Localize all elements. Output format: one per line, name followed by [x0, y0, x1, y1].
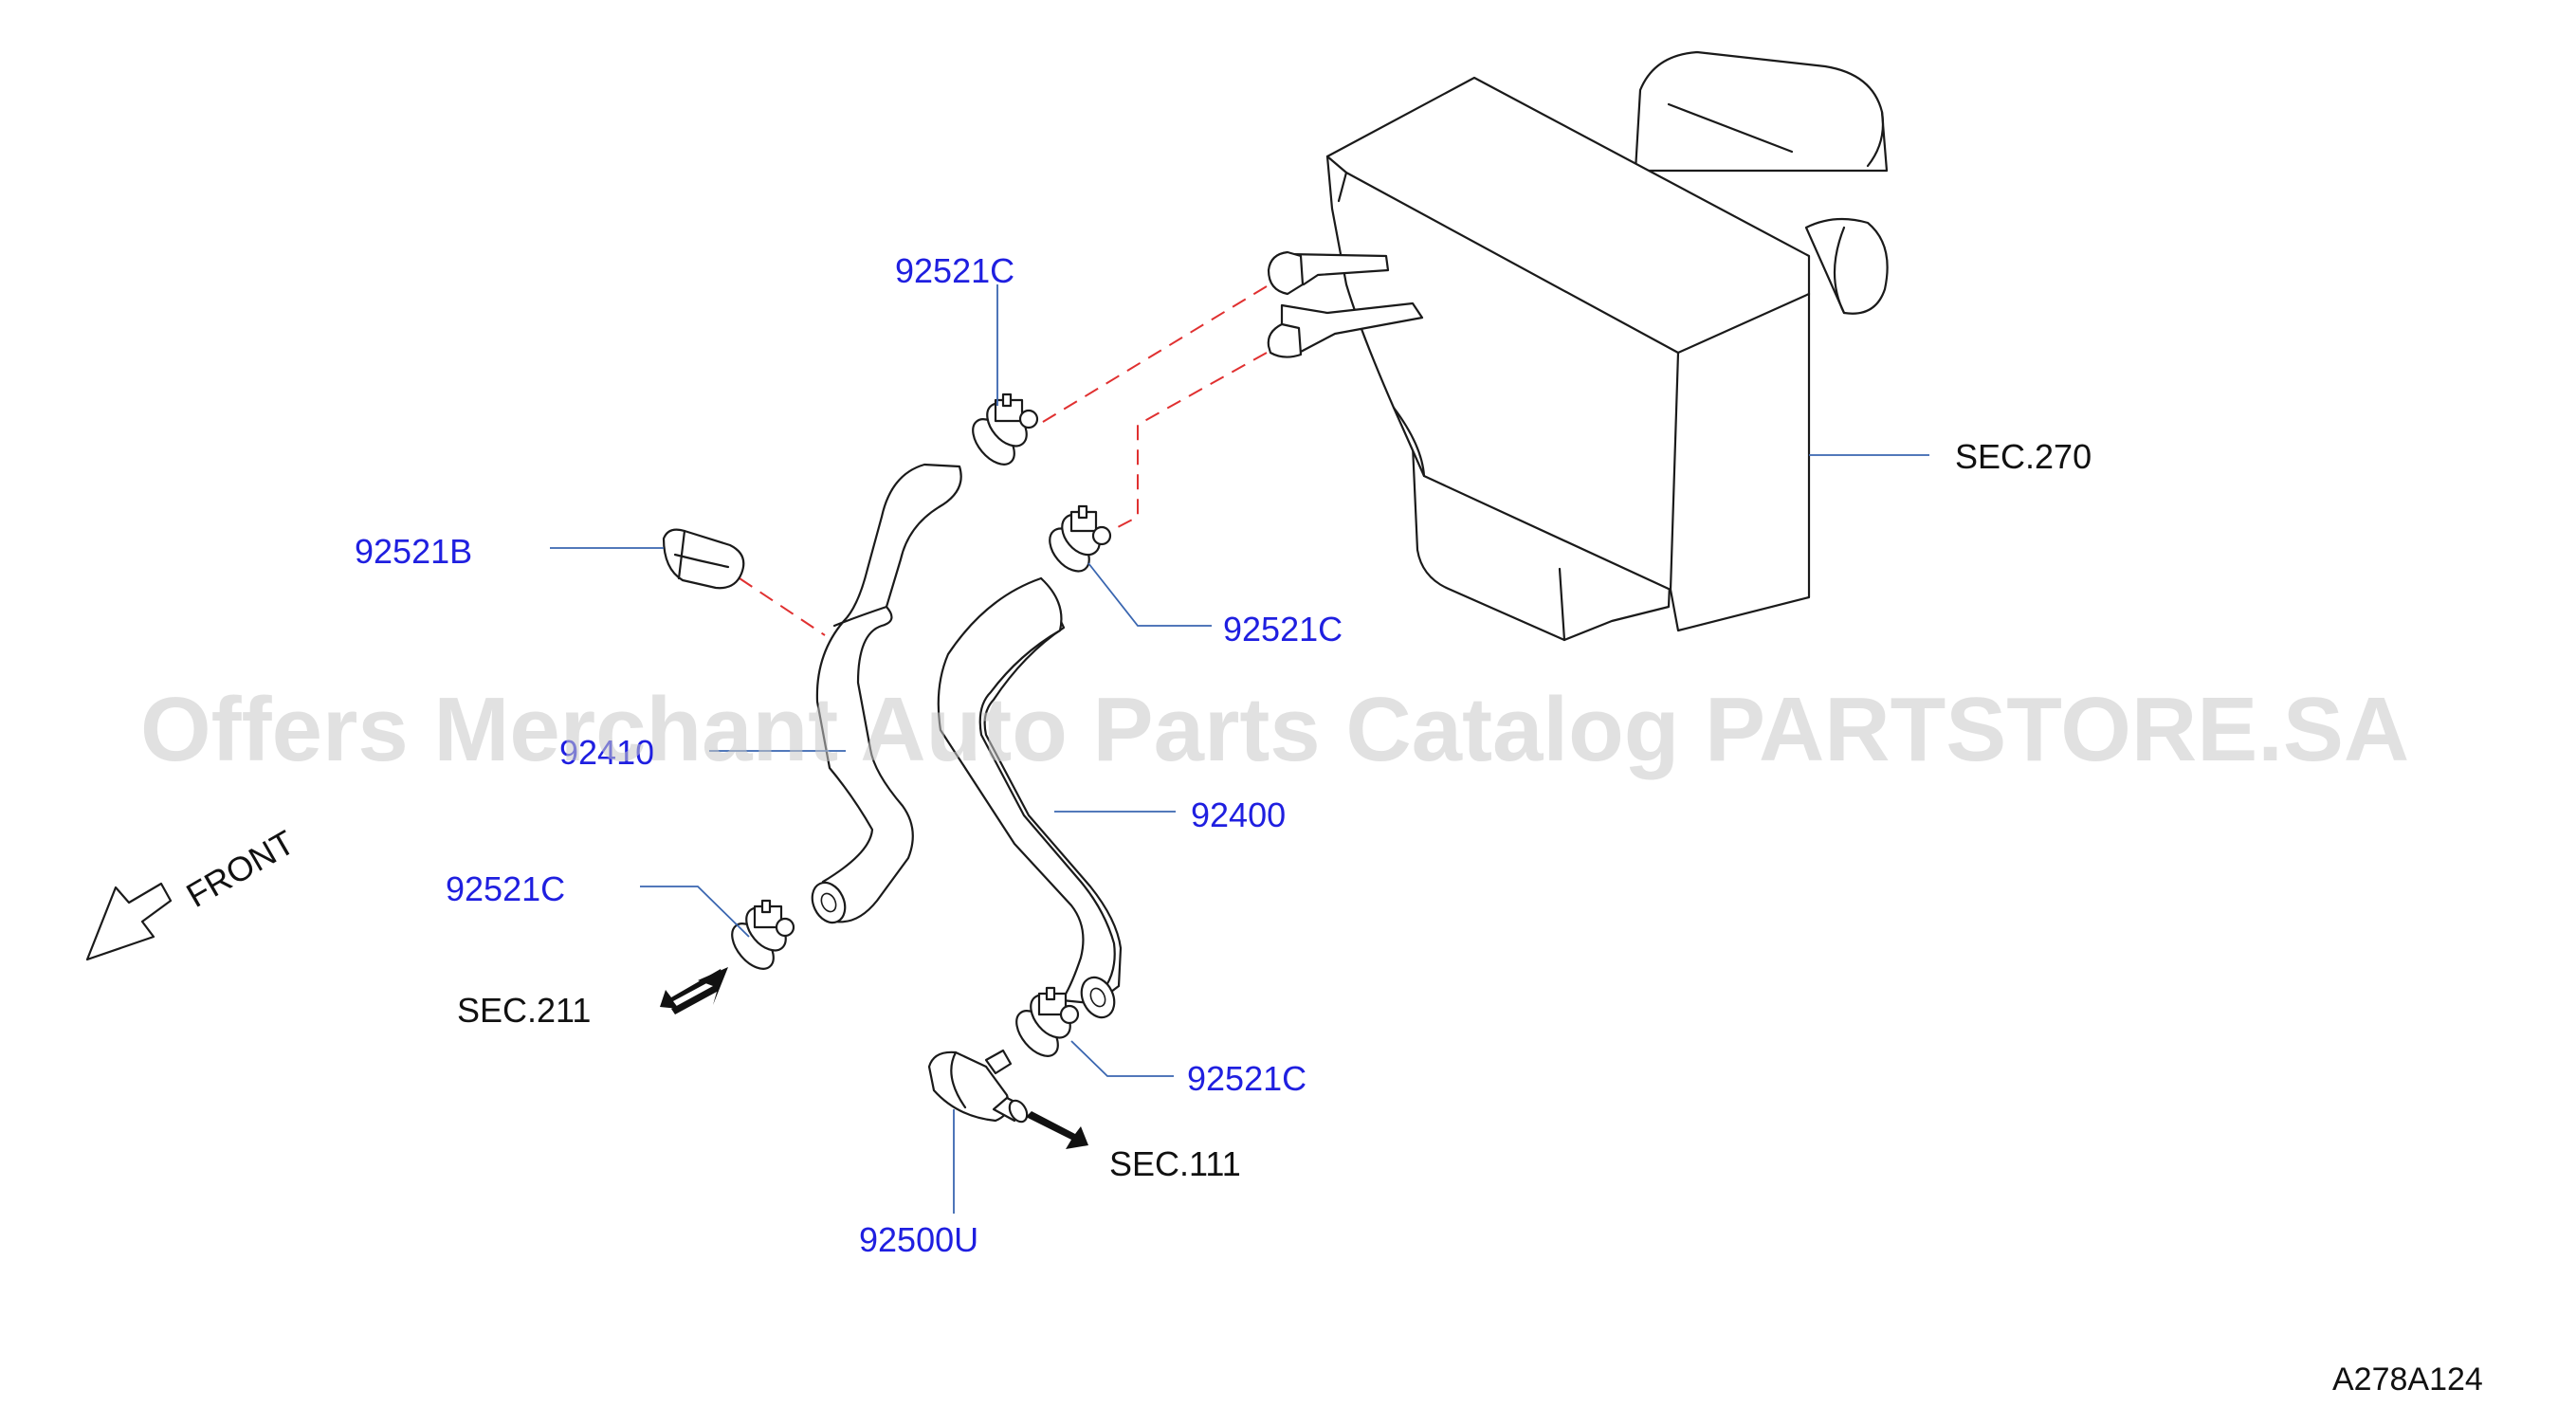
cover-92521b [662, 528, 745, 590]
clamp-top [972, 393, 1039, 466]
diagram-code: A278A124 [2332, 1361, 2483, 1398]
part-label-clamp-right[interactable]: 92521C [1223, 610, 1343, 649]
heater-pipes [1267, 250, 1424, 358]
section-label-111[interactable]: SEC.111 [1109, 1144, 1241, 1183]
watermark: Offers Merchant Auto Parts Catalog PARTS… [140, 679, 2409, 780]
hose-92400 [937, 576, 1123, 1019]
part-label-clamp-right-lower[interactable]: 92521C [1187, 1059, 1306, 1098]
arrow-to-sec211 [660, 967, 728, 1014]
section-label-270[interactable]: SEC.270 [1955, 437, 2092, 476]
heater-unit [1325, 50, 1889, 642]
front-direction-arrow: FRONT [85, 822, 301, 961]
hose-92410 [811, 463, 962, 924]
connection-lines [739, 285, 1268, 636]
front-label: FRONT [180, 822, 301, 915]
clamp-right [1049, 504, 1112, 573]
arrow-to-sec111 [1026, 1111, 1088, 1149]
clamp-right-lower [1015, 986, 1080, 1057]
valve-92500u [927, 1049, 1029, 1124]
leader-lines [550, 284, 1929, 1214]
part-label-hose-left[interactable]: 92410 [559, 733, 654, 772]
part-label-clamp-left-lower[interactable]: 92521C [446, 869, 565, 908]
part-label-hose-right[interactable]: 92400 [1191, 795, 1286, 834]
part-label-cover[interactable]: 92521B [355, 532, 472, 571]
part-label-valve[interactable]: 92500U [859, 1220, 978, 1259]
clamp-left-lower [731, 899, 795, 970]
section-label-211[interactable]: SEC.211 [457, 991, 591, 1030]
part-label-clamp-top[interactable]: 92521C [895, 251, 1014, 290]
